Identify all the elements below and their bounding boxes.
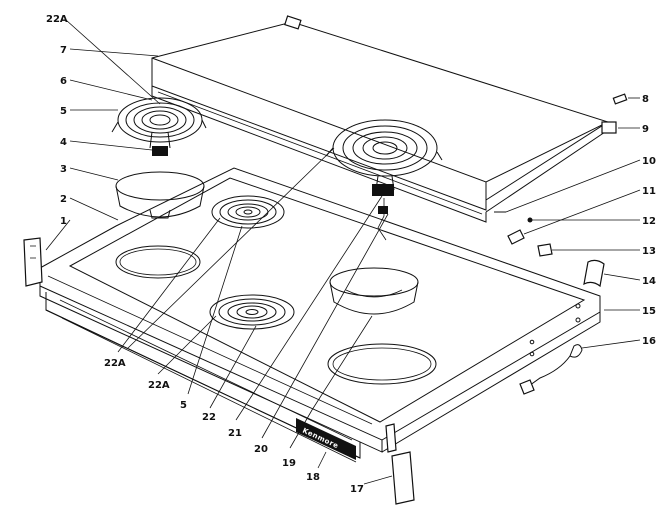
top-left-surface-unit bbox=[111, 97, 207, 156]
callout-22a-bottom-1: 22A bbox=[104, 358, 126, 369]
main-cooktop bbox=[39, 167, 601, 463]
callout-4: 4 bbox=[60, 137, 67, 148]
callout-14: 14 bbox=[642, 276, 656, 287]
callout-19: 19 bbox=[282, 458, 296, 469]
callout-8: 8 bbox=[642, 94, 649, 105]
callout-labels: 22A 7 6 5 4 3 2 1 8 9 10 11 12 13 14 15 … bbox=[46, 14, 656, 495]
callout-18: 18 bbox=[306, 472, 320, 483]
callout-20: 20 bbox=[254, 444, 268, 455]
callout-6: 6 bbox=[60, 76, 67, 87]
callout-1: 1 bbox=[60, 216, 67, 227]
top-center-surface-unit bbox=[325, 119, 443, 241]
callout-16: 16 bbox=[642, 336, 656, 347]
callout-3: 3 bbox=[60, 164, 67, 175]
callout-13: 13 bbox=[642, 246, 656, 257]
callout-5-bottom: 5 bbox=[180, 400, 187, 411]
side-parts bbox=[494, 93, 628, 395]
callout-2: 2 bbox=[60, 194, 67, 205]
callout-22a-bottom-2: 22A bbox=[148, 380, 170, 391]
callout-21: 21 bbox=[228, 428, 242, 439]
callout-12: 12 bbox=[642, 216, 656, 227]
callout-17: 17 bbox=[350, 484, 364, 495]
callout-22a-top: 22A bbox=[46, 14, 68, 25]
callout-11: 11 bbox=[642, 186, 656, 197]
callout-15: 15 bbox=[642, 306, 656, 317]
drip-pan bbox=[115, 171, 205, 219]
callout-7: 7 bbox=[60, 45, 67, 56]
brackets bbox=[23, 237, 415, 505]
leader-lines bbox=[45, 19, 641, 485]
callout-5-top: 5 bbox=[60, 106, 67, 117]
callout-10: 10 bbox=[642, 156, 656, 167]
callout-9: 9 bbox=[642, 124, 649, 135]
callout-22: 22 bbox=[202, 412, 216, 423]
